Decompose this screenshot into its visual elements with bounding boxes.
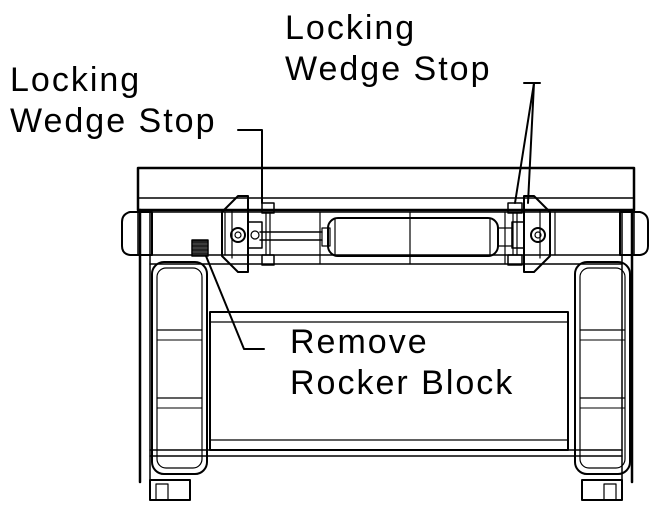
- right-track: [575, 262, 630, 474]
- left-end-cap: [122, 212, 152, 255]
- top-frame: [138, 168, 634, 210]
- hydraulic-cylinder: [260, 218, 512, 256]
- leader-right-wedge-stop: [515, 83, 540, 203]
- right-foot: [582, 480, 622, 500]
- callout-line-1: Locking: [285, 9, 417, 47]
- callout-remove-rocker-block: Remove Rocker Block: [290, 322, 514, 404]
- rocker-block: [192, 240, 208, 256]
- leader-left-wedge-stop: [238, 130, 262, 203]
- callout-line-1: Locking: [10, 61, 142, 99]
- left-track: [152, 262, 207, 474]
- callout-line-1: Remove: [290, 323, 429, 361]
- callout-line-2: Wedge Stop: [285, 50, 492, 88]
- callout-line-2: Rocker Block: [290, 364, 515, 402]
- lower-frame: [150, 312, 622, 456]
- callout-line-2: Wedge Stop: [10, 102, 217, 140]
- right-wedge-assembly: [508, 196, 550, 272]
- left-wedge-assembly: [222, 196, 274, 272]
- callout-locking-wedge-stop-right: Locking Wedge Stop: [285, 8, 492, 90]
- left-foot: [150, 480, 190, 500]
- leader-rocker-block: [206, 256, 264, 349]
- callout-locking-wedge-stop-left: Locking Wedge Stop: [10, 60, 217, 142]
- right-end-cap: [620, 212, 648, 255]
